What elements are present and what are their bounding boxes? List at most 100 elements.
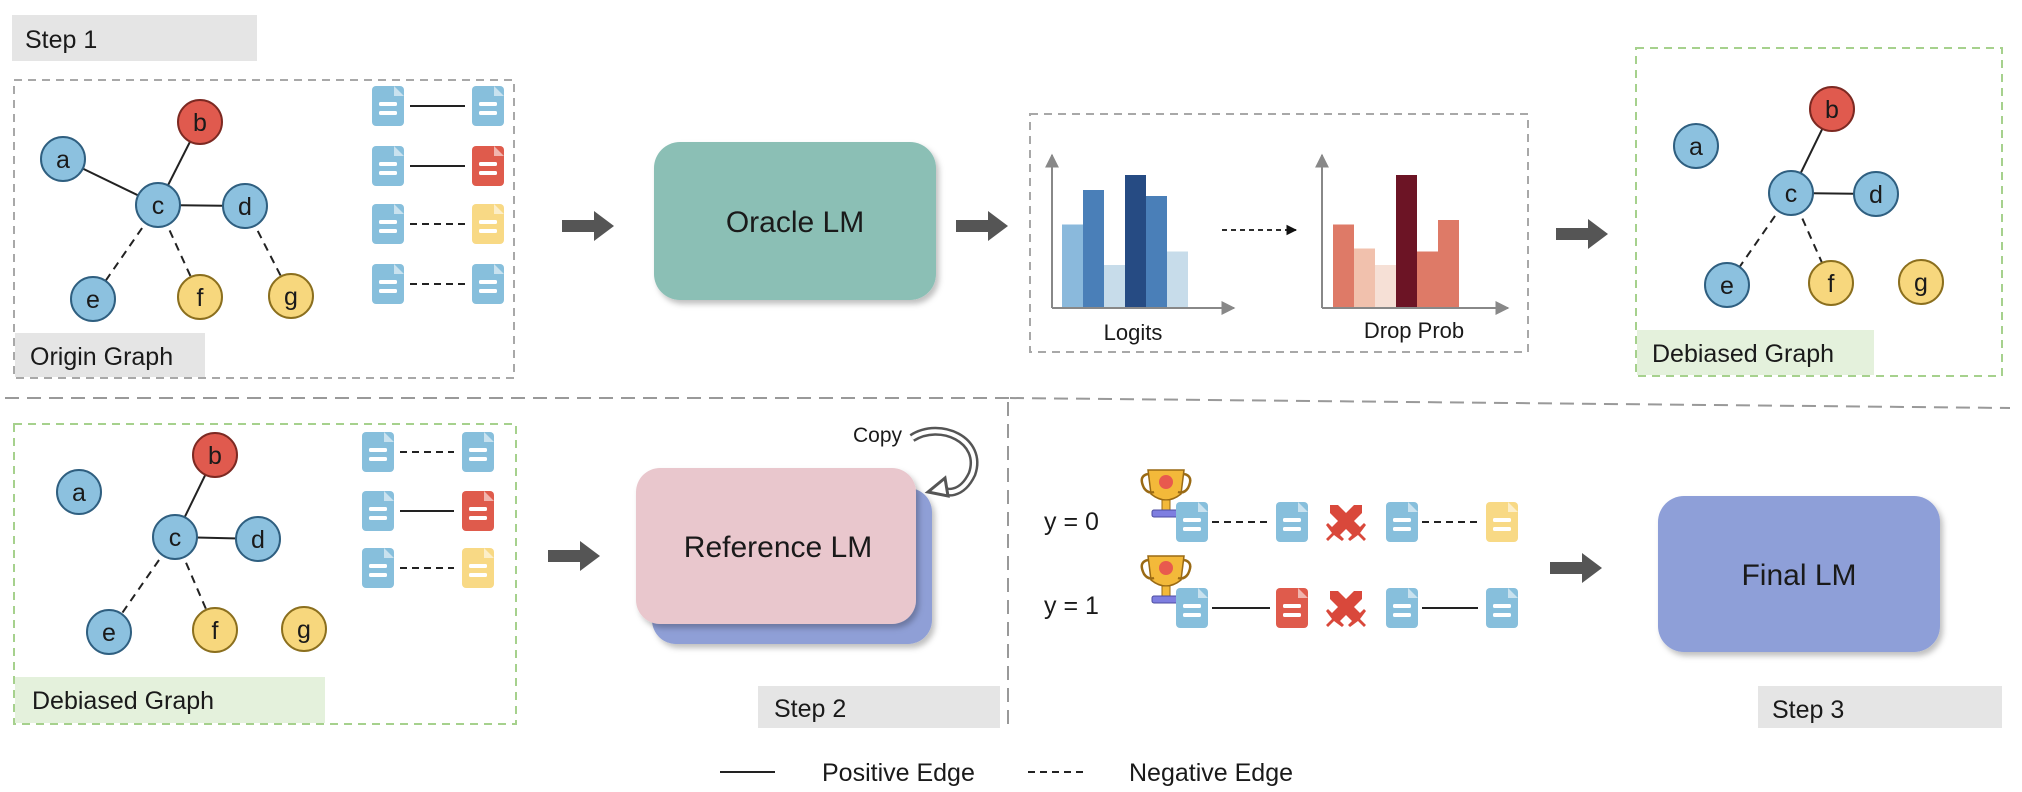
svg-text:f: f [197, 284, 204, 312]
debiased-bottom-node-a: a [56, 469, 102, 515]
reference-lm-label: Reference LM [684, 531, 872, 564]
arrow-to-oracle [562, 211, 614, 241]
svg-text:a: a [56, 146, 70, 174]
origin-graph-label: Origin Graph [30, 343, 173, 371]
step1-label: Step 1 [25, 26, 97, 54]
debiased-bottom-label-bg [15, 677, 325, 723]
svg-text:e: e [102, 619, 116, 647]
debiased-top-label: Debiased Graph [1652, 340, 1834, 368]
debiased-top-node-b: b [1809, 86, 1855, 132]
doc-pair-b1 [362, 432, 494, 472]
debiased-top-node-e: e [1704, 262, 1750, 308]
svg-text:b: b [208, 442, 222, 470]
svg-text:f: f [212, 617, 219, 645]
debiased-top-node-g: g [1898, 259, 1944, 305]
origin-graph: a b c d e f g [40, 99, 314, 322]
doc-pair-2 [372, 146, 504, 186]
legend-negative-label: Negative Edge [1129, 759, 1293, 787]
origin-graph-box [13, 79, 515, 379]
debiased-bottom-label: Debiased Graph [32, 687, 214, 715]
origin-node-a: a [40, 136, 86, 182]
step3-label: Step 3 [1772, 696, 1844, 724]
svg-text:g: g [1914, 269, 1928, 297]
debiased-bottom-node-g: g [281, 606, 327, 652]
drop-prob-label: Drop Prob [1364, 318, 1464, 343]
copy-label: Copy [853, 424, 903, 447]
debiased-top-node-f: f [1808, 260, 1854, 306]
separator-right [1009, 397, 2011, 409]
drop-prob-bar-4 [1396, 175, 1417, 307]
step2-label-bg [758, 686, 1000, 728]
svg-text:g: g [297, 616, 311, 644]
swords-icon [1326, 505, 1366, 541]
debiased-bottom-node-d: d [235, 516, 281, 562]
legend: Positive Edge Negative Edge [720, 759, 1293, 787]
origin-node-c: c [135, 182, 181, 228]
logits-bar-3 [1104, 265, 1125, 307]
svg-text:f: f [1828, 270, 1835, 298]
step1-label-bg [12, 15, 257, 61]
svg-text:a: a [72, 479, 86, 507]
drop-prob-bar-6 [1438, 220, 1459, 307]
logits-bar-4 [1125, 175, 1146, 307]
debiased-bottom-node-c: c [152, 514, 198, 560]
origin-node-g: g [268, 273, 314, 319]
step2-label: Step 2 [774, 695, 846, 723]
reference-lm-box [636, 468, 916, 624]
preference-row-y1 [1140, 554, 1518, 628]
step3-label-bg [1758, 686, 2002, 728]
origin-label-bg [15, 333, 205, 377]
final-lm-box [1658, 496, 1940, 652]
drop-prob-bar-3 [1375, 265, 1396, 307]
debiased-top-node-d: d [1853, 171, 1899, 217]
origin-doc-pairs [372, 86, 504, 304]
debiased-graph-box-top [1635, 47, 2003, 377]
svg-text:a: a [1689, 133, 1703, 161]
doc-pair-3 [372, 204, 504, 244]
arrow-to-charts [956, 211, 1008, 241]
logits-label: Logits [1104, 320, 1163, 345]
doc-pair-b2 [362, 491, 494, 531]
doc-pair-1 [372, 86, 504, 126]
svg-text:e: e [1720, 272, 1734, 300]
oracle-lm-label: Oracle LM [726, 206, 864, 239]
svg-text:c: c [169, 524, 182, 552]
logits-bar-5 [1146, 196, 1167, 307]
origin-node-f: f [177, 274, 223, 320]
svg-text:b: b [193, 109, 207, 137]
drop-prob-chart [1315, 153, 1510, 315]
charts-box [1029, 113, 1529, 353]
swords-icon [1326, 591, 1366, 627]
origin-node-b: b [177, 99, 223, 145]
oracle-lm-box [654, 142, 936, 300]
copy-arrow-icon [909, 426, 979, 498]
svg-text:c: c [152, 192, 165, 220]
debiased-bottom-node-e: e [86, 609, 132, 655]
origin-node-e: e [70, 276, 116, 322]
debiased-bottom-node-f: f [192, 607, 238, 653]
logits-bar-6 [1167, 251, 1188, 307]
logits-bar-2 [1083, 190, 1104, 307]
arrow-to-final [1550, 553, 1602, 583]
svg-text:d: d [251, 526, 265, 554]
logits-chart [1045, 153, 1236, 315]
final-lm-label: Final LM [1741, 559, 1856, 592]
doc-pair-4 [372, 264, 504, 304]
debiased-graph-box-bottom [13, 423, 517, 725]
svg-text:b: b [1825, 96, 1839, 124]
origin-node-d: d [222, 183, 268, 229]
debiased-doc-pairs [362, 432, 494, 588]
debiased-top-node-a: a [1673, 123, 1719, 169]
debiased-graph-bottom: a b c d e f g [56, 432, 327, 655]
svg-text:g: g [284, 283, 298, 311]
svg-text:d: d [1869, 181, 1883, 209]
drop-prob-bar-5 [1417, 251, 1438, 307]
svg-text:e: e [86, 286, 100, 314]
debiased-graph-top: a b c d e f g [1673, 86, 1944, 308]
debiased-top-label-bg [1637, 330, 1874, 375]
legend-positive-label: Positive Edge [822, 759, 975, 787]
y1-label: y = 1 [1044, 592, 1099, 620]
drop-prob-bar-2 [1354, 248, 1375, 307]
preference-row-y0 [1140, 468, 1518, 542]
